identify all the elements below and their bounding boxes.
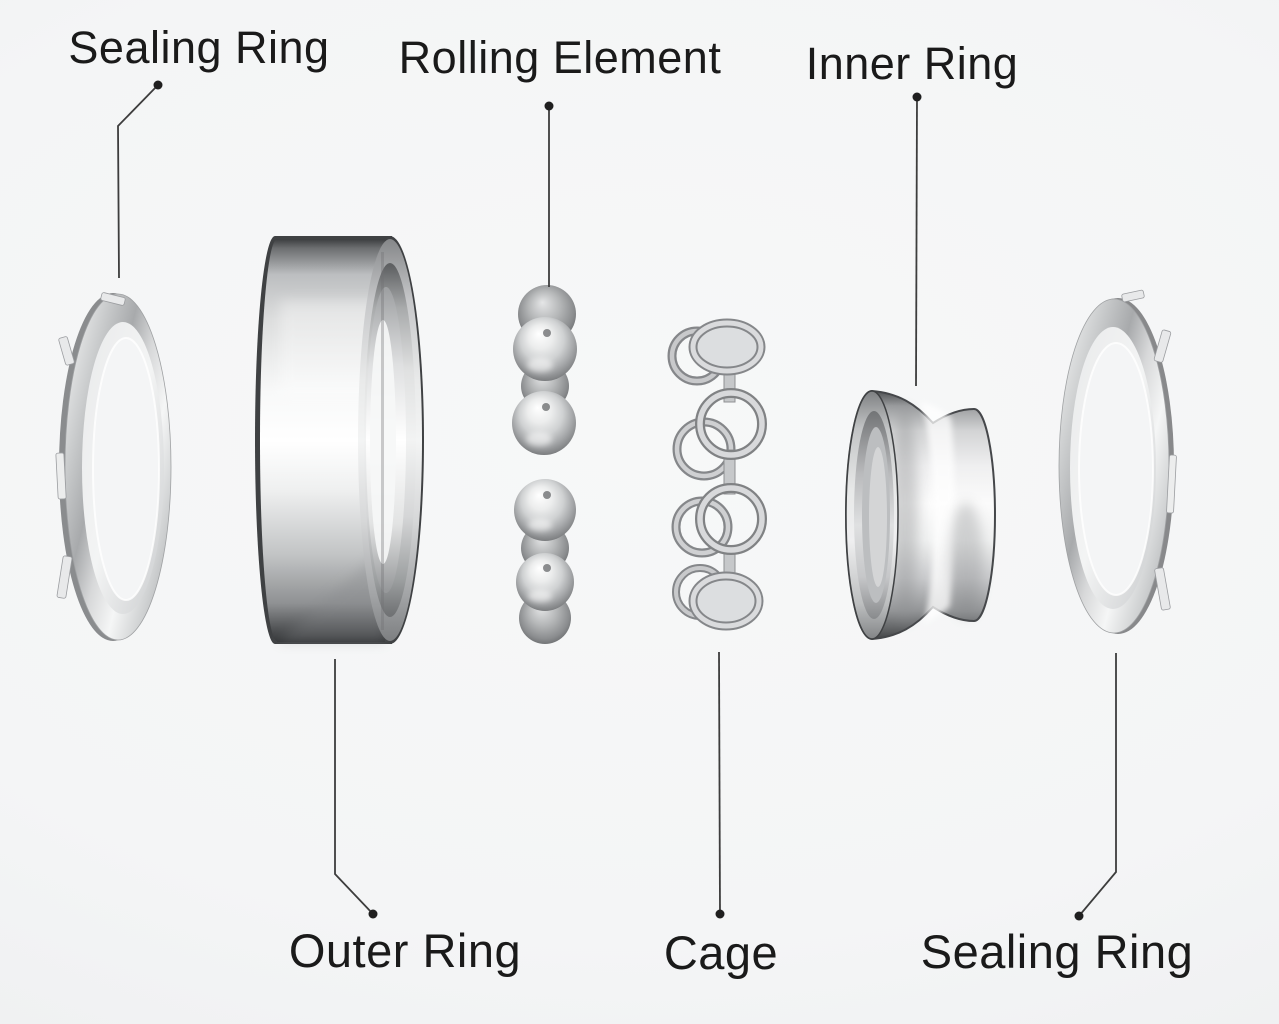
ball-reflections xyxy=(542,329,551,572)
sealing-ring-left-illustration xyxy=(55,292,172,641)
inner-ring-illustration xyxy=(845,389,996,641)
leader-inner-ring xyxy=(912,92,922,387)
label-inner-ring: Inner Ring xyxy=(805,38,1019,89)
label-sealing-ring-left: Sealing Ring xyxy=(68,22,330,73)
label-cage: Cage xyxy=(663,926,779,979)
outer-ring-illustration xyxy=(255,236,424,644)
sealing-ring-left-tabs xyxy=(55,292,126,599)
leader-rolling-element xyxy=(544,101,554,287)
leader-lines xyxy=(117,80,1117,921)
rolling-elements-illustration xyxy=(512,285,577,644)
ball-glints xyxy=(526,358,553,602)
cage-front-pockets xyxy=(688,318,767,631)
label-rolling-element: Rolling Element xyxy=(398,32,722,83)
sealing-ring-right-tabs xyxy=(1121,289,1177,611)
label-sealing-ring-right: Sealing Ring xyxy=(920,925,1194,978)
cage-illustration xyxy=(667,318,767,631)
leader-cage xyxy=(715,651,725,919)
leader-sealing-ring-left xyxy=(117,80,163,279)
label-outer-ring: Outer Ring xyxy=(288,924,522,977)
leader-outer-ring xyxy=(334,659,378,919)
leader-sealing-ring-right xyxy=(1074,653,1117,921)
sealing-ring-right-illustration xyxy=(1058,289,1177,634)
